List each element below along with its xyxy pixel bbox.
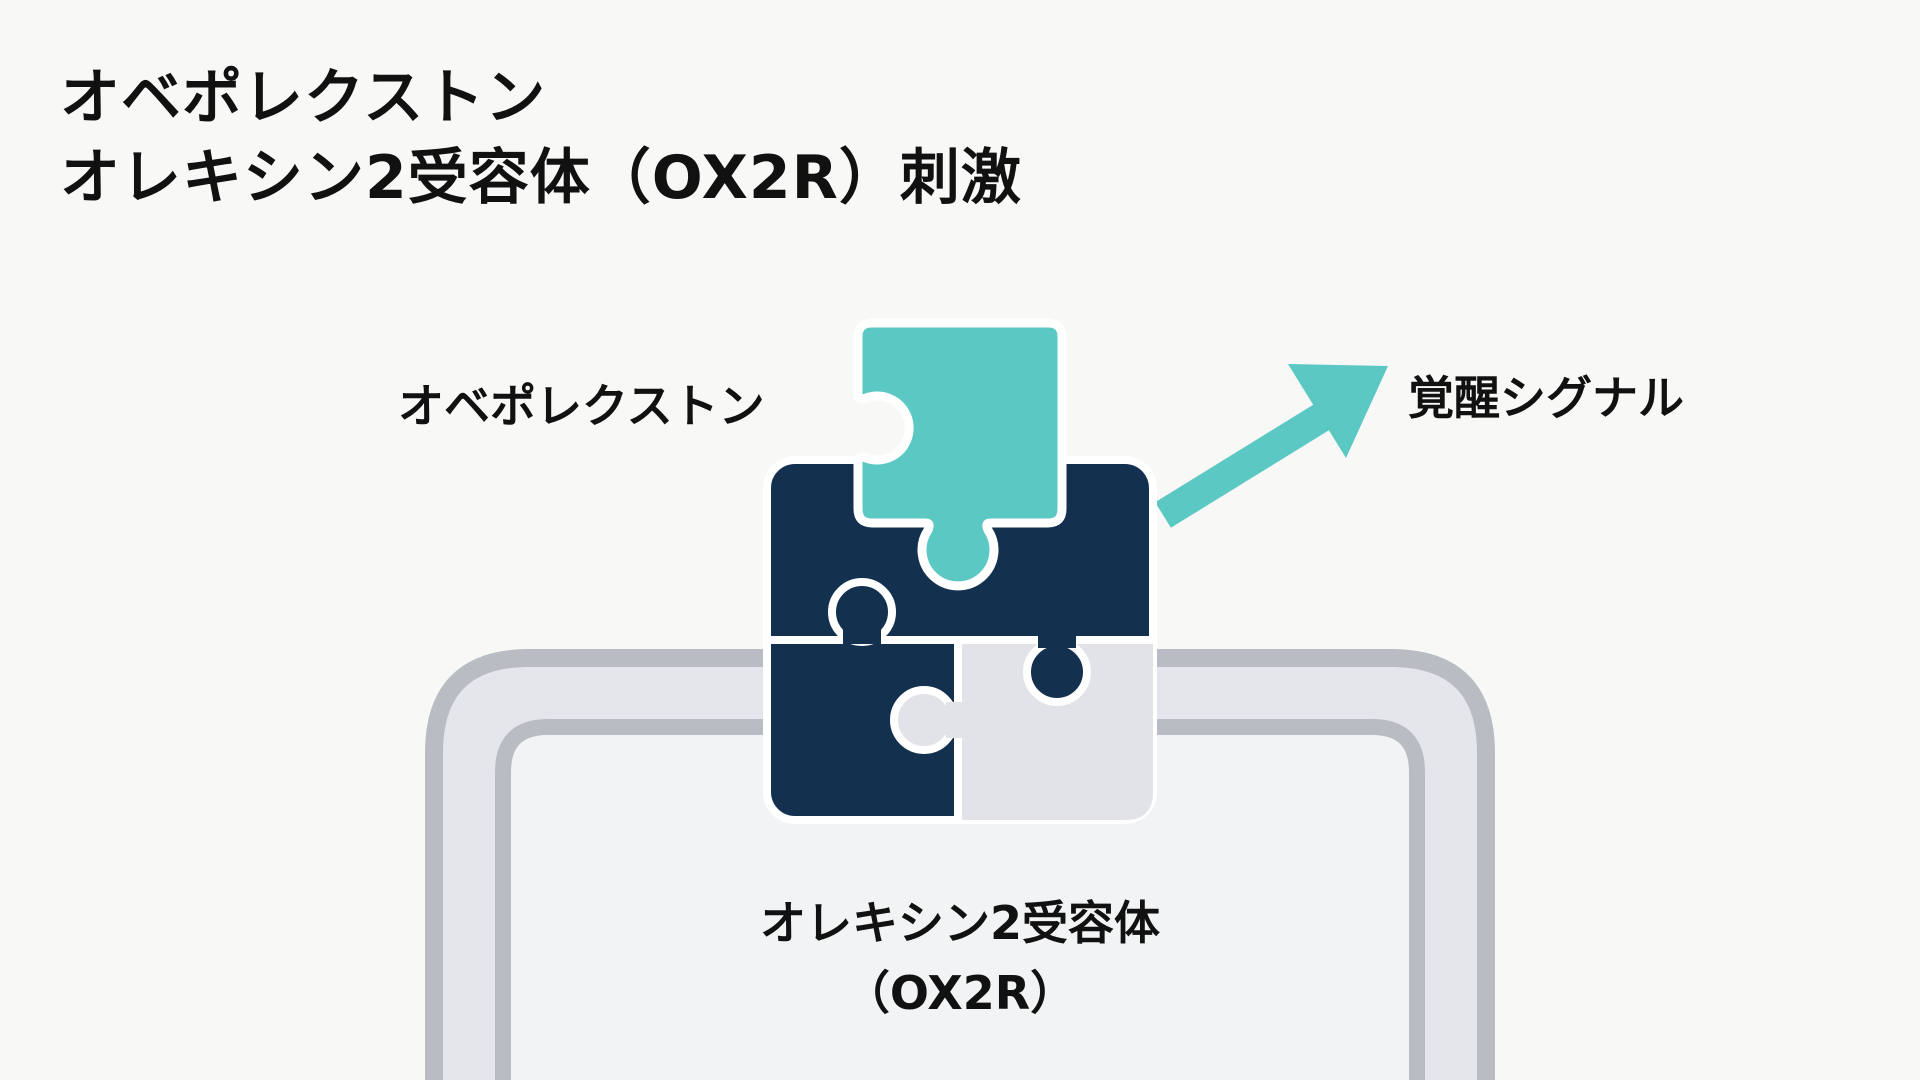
receptor-label: オレキシン2受容体 （OX2R） [660, 888, 1260, 1028]
receptor-label-line-2: （OX2R） [843, 966, 1077, 1020]
title-line-1: オベポレクストン [60, 63, 547, 133]
receptor-tray [425, 649, 1495, 1080]
signal-arrow-icon [1155, 364, 1388, 528]
title-line-2: オレキシン2受容体（OX2R）刺激 [60, 143, 1022, 213]
receptor-puzzle-icon [763, 456, 1157, 824]
receptor-label-line-1: オレキシン2受容体 [759, 896, 1160, 950]
ligand-puzzle-icon [853, 318, 1067, 591]
ligand-label: オベポレクストン [398, 379, 765, 433]
signal-label: 覚醒シグナル [1408, 371, 1684, 425]
page-title: オベポレクストン オレキシン2受容体（OX2R）刺激 [60, 58, 1022, 218]
